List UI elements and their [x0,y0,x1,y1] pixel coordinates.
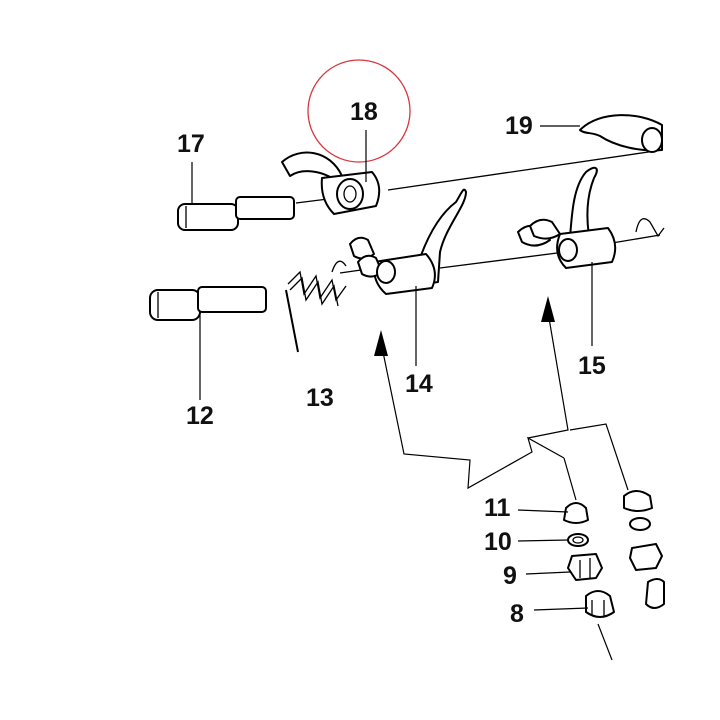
spring-right-edge[interactable] [635,218,665,238]
fork-19[interactable] [579,114,663,153]
callout-14: 14 [405,370,433,398]
fork-18[interactable] [281,151,381,215]
part-11[interactable] [563,502,589,524]
fork-15[interactable] [517,166,617,269]
spring-13[interactable] [285,260,347,353]
callout-12: 12 [186,402,214,430]
axis-line-8 [597,623,613,661]
part-8[interactable] [585,590,615,618]
callout-10: 10 [484,528,512,556]
leader-lines [191,125,593,611]
pin-12[interactable] [149,286,267,321]
part-10[interactable] [567,533,589,547]
part-9[interactable] [567,553,603,581]
axis-line-14 [439,251,566,269]
callout-19: 19 [505,112,533,140]
assembly-arrows [374,296,629,501]
fork-14[interactable] [349,188,467,295]
axis-line-15 [611,234,661,244]
callout-13: 13 [306,384,334,412]
highlight-circle [307,59,411,163]
callout-11: 11 [484,494,511,522]
callout-9: 9 [503,562,517,590]
callout-18: 18 [350,98,378,126]
axis-line-18 [387,149,663,191]
callout-17: 17 [177,130,205,158]
callout-8: 8 [510,600,524,628]
pin-17[interactable] [177,196,295,231]
parts-column-2[interactable] [623,490,665,609]
callout-15: 15 [578,352,606,380]
